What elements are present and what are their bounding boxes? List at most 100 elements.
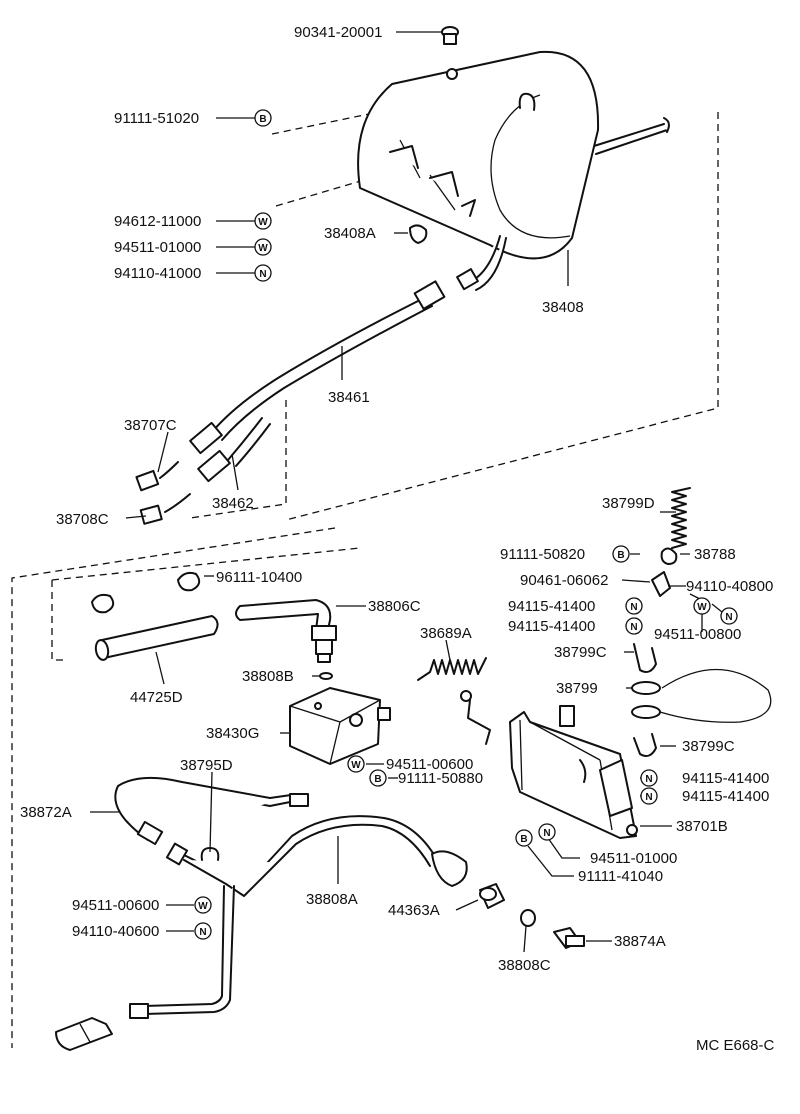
part-label-38430g: 38430G (206, 725, 259, 742)
part-label-38795d: 38795D (180, 757, 233, 774)
group-outline-hose (189, 400, 287, 519)
valve-assembly-38701b (460, 690, 638, 839)
coupler-lower (55, 1017, 113, 1051)
nut-symbol: N (254, 264, 272, 282)
part-label-91111-50820: 91111-50820 (500, 546, 585, 563)
nut-symbol: N (640, 787, 658, 805)
svg-text:B: B (259, 114, 266, 125)
part-label-38874a: 38874A (614, 933, 666, 950)
svg-text:W: W (258, 243, 268, 254)
washer-symbol: W (347, 755, 365, 773)
spring-38689a (417, 657, 487, 681)
part-label-90341-20001: 90341-20001 (294, 24, 382, 41)
nut-symbol: N (194, 922, 212, 940)
bolt-symbol: B (612, 545, 630, 563)
group-outline-lower (11, 527, 336, 1048)
plug-38408a (409, 224, 428, 244)
svg-text:N: N (645, 792, 652, 803)
bolt-symbol: B (369, 769, 387, 787)
part-label-38462: 38462 (212, 495, 254, 512)
svg-text:B: B (374, 774, 381, 785)
drain-plug (396, 26, 459, 45)
clip-38799 (631, 668, 772, 723)
part-label-38708c: 38708C (56, 511, 109, 528)
part-label-94511-00800: 94511-00800 (654, 626, 741, 643)
part-label-38808b: 38808B (242, 668, 294, 685)
svg-text:N: N (630, 622, 637, 633)
part-label-94612-11000: 94612-11000 (114, 213, 201, 230)
part-label-38707c: 38707C (124, 417, 177, 434)
part-label-38808a: 38808A (306, 891, 358, 908)
valve-38430g (289, 687, 391, 765)
svg-text:B: B (520, 834, 527, 845)
fitting-38707c (135, 461, 179, 492)
part-label-94115-41400: 94115-41400 (508, 598, 595, 615)
part-label-94511-01000: 94511-01000 (590, 850, 677, 867)
part-label-44725d: 44725D (130, 689, 183, 706)
svg-text:N: N (630, 602, 637, 613)
part-label-94110-41000: 94110-41000 (114, 265, 201, 282)
part-label-94511-01000: 94511-01000 (114, 239, 201, 256)
hose-clamp-b (91, 593, 115, 614)
hose-38462 (197, 417, 271, 483)
spring-38799d (671, 487, 691, 549)
part-label-38788: 38788 (694, 546, 736, 563)
hose-clamp-a (177, 571, 201, 592)
part-label-38408: 38408 (542, 299, 584, 316)
fitting-44363a (479, 883, 505, 909)
part-label-91111-41040: 91111-41040 (578, 868, 663, 885)
spring-clip-38799c-top (633, 643, 657, 673)
group-outline-tank (285, 112, 719, 521)
svg-text:N: N (543, 828, 550, 839)
nut-symbol: N (640, 769, 658, 787)
leader-tank-band (275, 169, 399, 207)
part-label-94511-00600: 94511-00600 (386, 756, 473, 773)
o-ring-38808b (319, 672, 333, 680)
diagram-code: MC E668-C (696, 1037, 775, 1054)
part-label-94115-41400: 94115-41400 (682, 788, 769, 805)
part-label-94110-40600: 94110-40600 (72, 923, 159, 940)
bolt-symbol: B (254, 109, 272, 127)
part-label-44363a: 44363A (388, 902, 440, 919)
hose-44725d (94, 615, 219, 661)
part-label-38872a: 38872A (20, 804, 72, 821)
group-outline-hose-set (51, 547, 361, 661)
part-label-38806c: 38806C (368, 598, 421, 615)
part-label-38799: 38799 (556, 680, 598, 697)
svg-text:W: W (258, 217, 268, 228)
air-tank (357, 50, 670, 291)
part-label-96111-10400: 96111-10400 (216, 569, 302, 586)
link-38788 (660, 547, 678, 565)
spring-clip-38799c-bottom (633, 733, 657, 757)
part-label-38799d: 38799D (602, 495, 655, 512)
part-label-38799c: 38799C (682, 738, 735, 755)
part-label-38799c: 38799C (554, 644, 607, 661)
bolt-symbol: B (515, 829, 533, 847)
bracket-90461-06062 (651, 571, 671, 597)
washer-symbol: W (194, 896, 212, 914)
svg-text:W: W (697, 602, 707, 613)
washer-symbol: W (693, 597, 711, 615)
pipe-38808a (129, 815, 468, 1019)
leader-tank-bolt (271, 107, 399, 135)
washer-symbol: W (254, 238, 272, 256)
part-label-38461: 38461 (328, 389, 370, 406)
part-label-94511-00600: 94511-00600 (72, 897, 159, 914)
part-label-38689a: 38689A (420, 625, 472, 642)
washer-symbol: W (254, 212, 272, 230)
nut-symbol: N (720, 607, 738, 625)
svg-text:B: B (617, 550, 624, 561)
part-label-38808c: 38808C (498, 957, 551, 974)
part-label-94115-41400: 94115-41400 (508, 618, 595, 635)
nut-symbol: N (625, 597, 643, 615)
part-label-90461-06062: 90461-06062 (520, 572, 608, 589)
part-label-94115-41400: 94115-41400 (682, 770, 769, 787)
svg-text:N: N (199, 927, 206, 938)
fitting-38708c (139, 493, 191, 525)
svg-text:W: W (351, 760, 361, 771)
nut-symbol: N (625, 617, 643, 635)
part-label-91111-50880: 91111-50880 (398, 770, 483, 787)
svg-text:W: W (198, 901, 208, 912)
nut-symbol: N (538, 823, 556, 841)
